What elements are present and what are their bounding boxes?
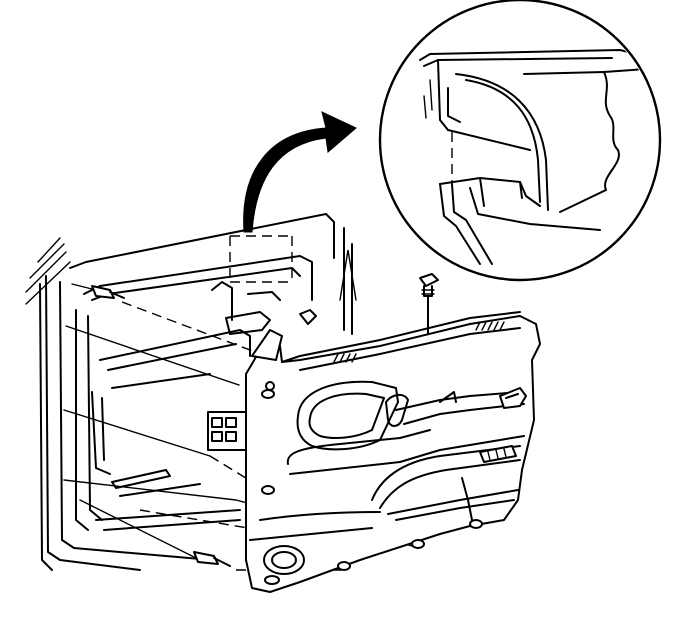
door-handle-bezel <box>296 380 409 451</box>
panel-clips <box>261 389 483 585</box>
curved-arrow <box>243 111 357 233</box>
detail-magnifier <box>378 0 662 282</box>
speaker-grille <box>263 545 305 575</box>
door-trim-panel <box>245 311 541 593</box>
alignment-lines <box>63 283 421 571</box>
arm-rest <box>286 429 525 521</box>
detail-reference-box <box>229 235 293 283</box>
retaining-clip <box>91 285 231 567</box>
power-window-switch <box>479 445 517 463</box>
